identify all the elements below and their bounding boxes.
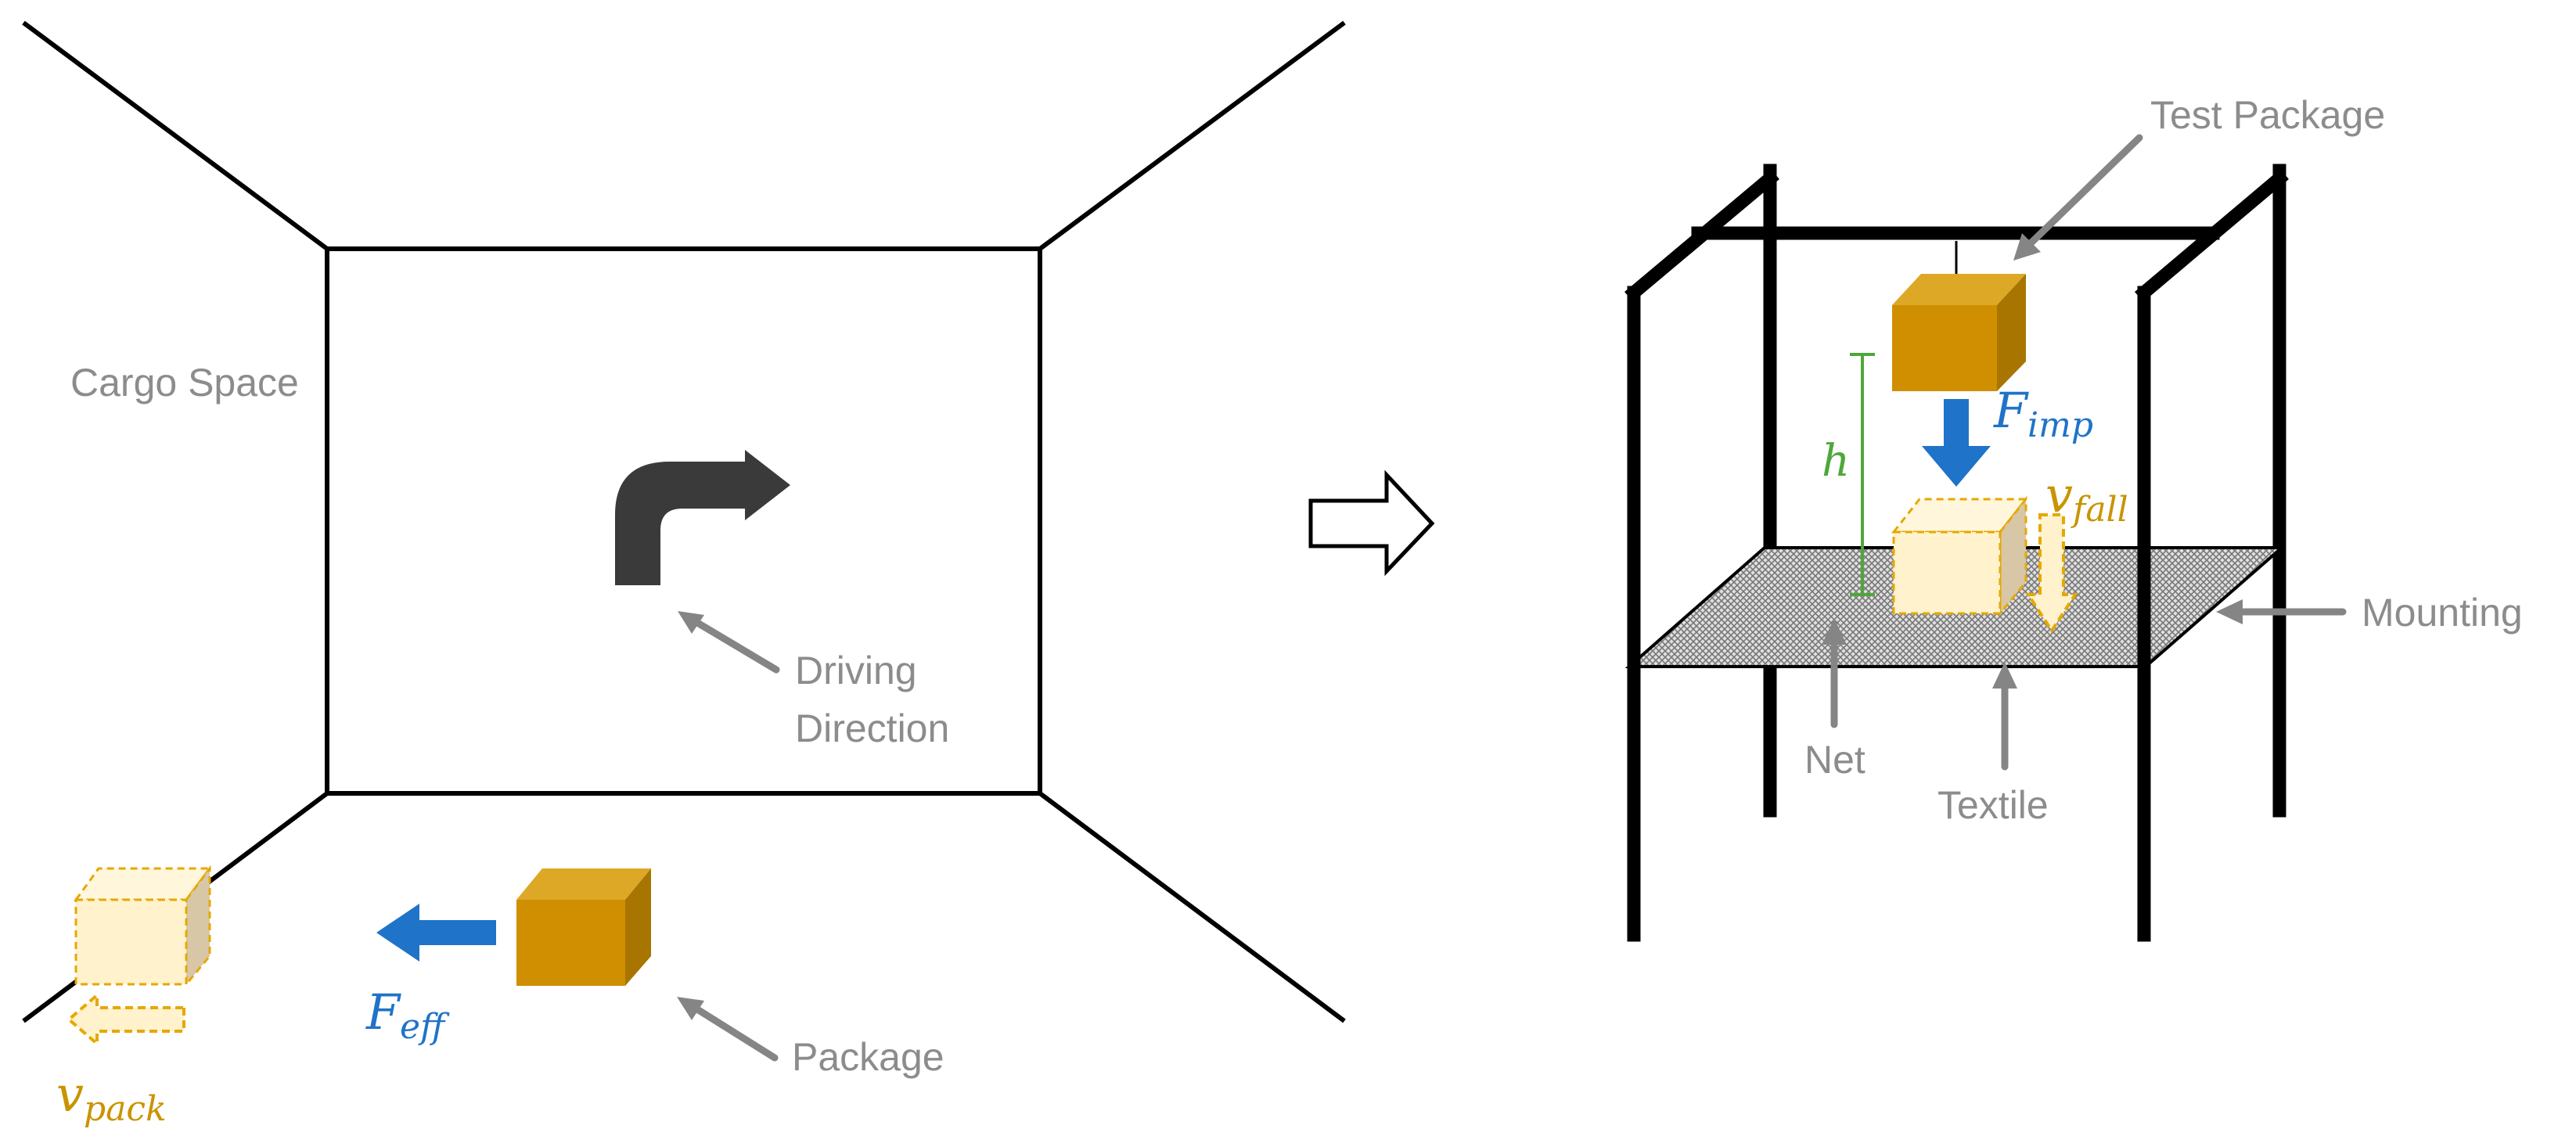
f-eff-sub: eff bbox=[400, 1007, 450, 1047]
v-fall-symbol: vfall bbox=[2045, 466, 2128, 530]
v-pack-base: v bbox=[56, 1066, 84, 1123]
package-label: Package bbox=[792, 1035, 944, 1079]
f-eff-force-arrow bbox=[376, 904, 496, 962]
rig-top-diagonal-right bbox=[2135, 169, 2289, 302]
v-fall-velocity-arrow bbox=[2025, 513, 2078, 634]
height-symbol: h bbox=[1822, 436, 1850, 487]
f-imp-base: F bbox=[1993, 382, 2029, 439]
driving-direction-label: Driving bbox=[795, 649, 917, 692]
textile-label: Textile bbox=[1937, 783, 2049, 827]
cargo-back-wall bbox=[325, 246, 1042, 796]
v-pack-velocity-arrow bbox=[66, 991, 185, 1048]
cargo-space-label: Cargo Space bbox=[70, 361, 299, 405]
v-pack-symbol: vpack bbox=[56, 1066, 167, 1129]
ghost-package-cube bbox=[74, 865, 212, 988]
cargo-edge-top-right bbox=[1038, 20, 1346, 251]
rig-back-frame bbox=[1624, 164, 2289, 818]
cargo-edge-top-left bbox=[22, 20, 329, 251]
package-cube bbox=[516, 868, 651, 986]
cargo-edge-bottom-right bbox=[1038, 791, 1346, 1023]
rig-front-frame bbox=[1627, 286, 2151, 942]
test-package-cube bbox=[1892, 274, 2026, 391]
f-imp-sub: imp bbox=[2027, 405, 2093, 445]
driving-direction-label-line2: Direction bbox=[795, 707, 949, 750]
cargo-space-scene: Cargo Space Driving Direction Feff bbox=[22, 20, 1346, 1129]
cargo-space-frame bbox=[22, 20, 1346, 1023]
test-rig-scene: Fimp vfall h Test Package bbox=[1624, 93, 2523, 942]
height-dimension bbox=[1850, 353, 1875, 596]
right-arrow-outline-icon bbox=[1308, 469, 1435, 577]
mounting-pointer bbox=[2216, 599, 2347, 624]
f-imp-force-arrow bbox=[1922, 399, 1991, 487]
package-pointer bbox=[677, 997, 779, 1062]
v-fall-sub: fall bbox=[2071, 490, 2128, 530]
f-imp-symbol: Fimp bbox=[1993, 382, 2093, 445]
driving-direction-pointer bbox=[678, 611, 780, 674]
net-pointer bbox=[1822, 618, 1847, 728]
rig-top-diagonal-left bbox=[1624, 169, 1779, 302]
mounting-label: Mounting bbox=[2362, 591, 2523, 635]
v-fall-base: v bbox=[2045, 466, 2073, 523]
test-package-label: Test Package bbox=[2150, 93, 2385, 137]
turn-right-arrow-icon bbox=[615, 450, 790, 585]
v-pack-sub: pack bbox=[84, 1089, 167, 1129]
f-eff-base: F bbox=[365, 983, 401, 1041]
textile-pointer bbox=[1992, 662, 2017, 771]
ghost-test-package-cube bbox=[1891, 495, 2029, 617]
f-eff-symbol: Feff bbox=[365, 983, 450, 1047]
net-label: Net bbox=[1804, 738, 1865, 782]
test-package-pointer bbox=[2013, 134, 2143, 261]
